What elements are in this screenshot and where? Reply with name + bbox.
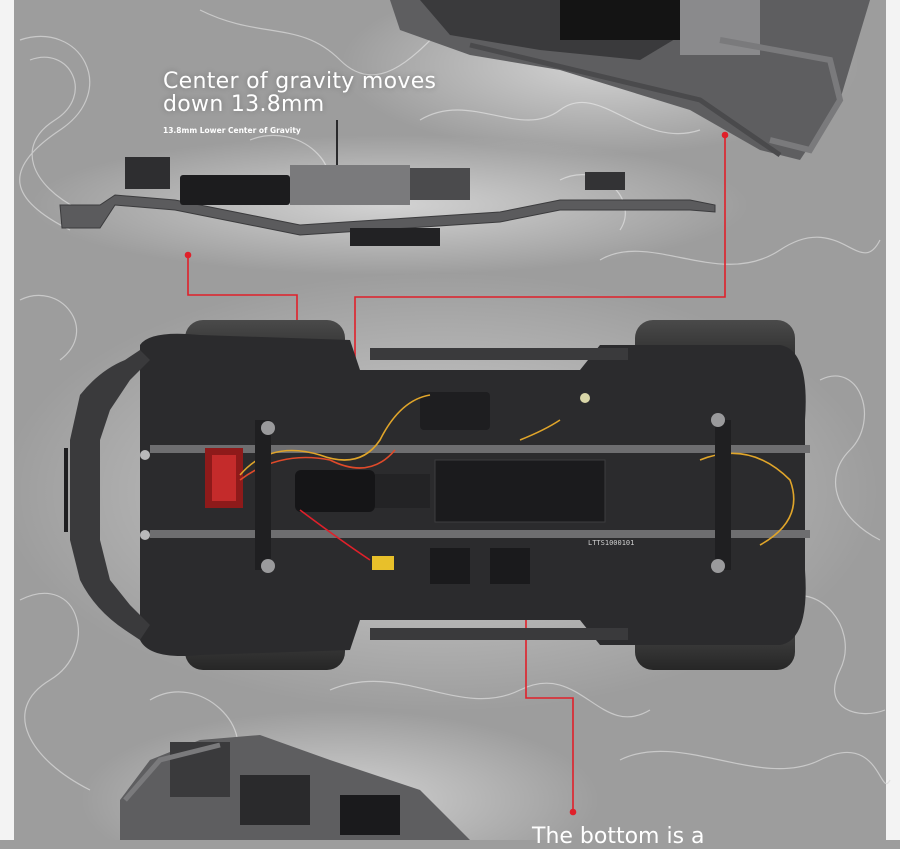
frame-marking: LTTS1000101 [588, 539, 634, 547]
motor [295, 470, 375, 512]
left-border [0, 0, 14, 840]
subheadline: 13.8mm Lower Center of Gravity [163, 126, 301, 135]
rear-axle [715, 420, 731, 570]
front-shock-bottom [261, 559, 275, 573]
front-axle [255, 420, 271, 570]
bottom-chassis-view [120, 735, 470, 840]
front-bumper [70, 350, 150, 640]
headline: Center of gravity moves down 13.8mm [163, 69, 437, 117]
rear-shock-bottom [711, 559, 725, 573]
side-step-top [370, 348, 628, 360]
right-border [886, 0, 900, 840]
bottom-caption: The bottom is a [532, 824, 705, 849]
top-chassis-view [390, 0, 870, 160]
rear-shock-top [711, 413, 725, 427]
main-chassis-view: LTTS1000101 [64, 320, 810, 670]
side-step-bottom [370, 628, 628, 640]
receiver-left [430, 548, 470, 584]
receiver-right [490, 548, 530, 584]
battery-connector [372, 556, 394, 570]
gearbox [375, 474, 430, 508]
side-chassis-view [59, 120, 716, 246]
battery-tray [434, 459, 606, 523]
frame-rail-bottom [150, 530, 810, 538]
front-shock-top [261, 421, 275, 435]
servo-indicator [580, 393, 590, 403]
servo [420, 392, 490, 430]
frame-rail-top [150, 445, 810, 453]
